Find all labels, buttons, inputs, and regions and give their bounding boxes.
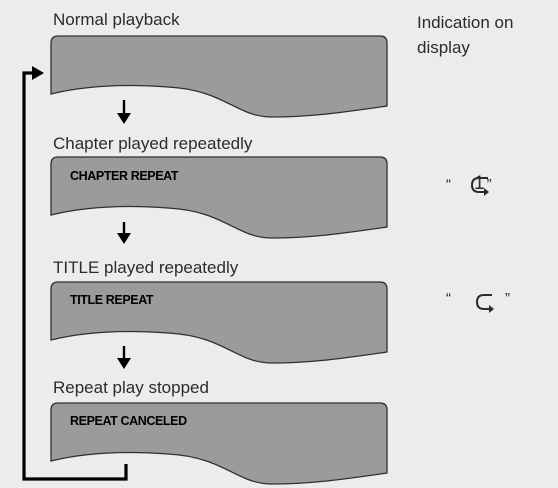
arrow-down-icon [117,100,131,124]
screen-panel-canceled [50,402,388,485]
repeat-icon [470,177,489,196]
indication-header: Indication on display [417,10,513,60]
loop-back-arrow-icon [22,66,128,481]
arrow-down-icon [117,346,131,369]
step-label-chapter: Chapter played repeatedly [53,134,253,153]
screen-panel-title [50,281,388,364]
screen-panel-normal [50,35,388,118]
indication-chapter: “ 1 ” [446,173,492,195]
close-quote: ” [486,175,492,193]
screen-panel-chapter [50,156,388,239]
step-label-normal: Normal playback [53,10,180,29]
indication-chapter-number: 1 [474,173,485,194]
indication-header-line2: display [417,38,470,57]
arrow-down-icon [117,222,131,244]
screen-text-chapter-repeat: CHAPTER REPEAT [70,169,179,183]
indication-header-line1: Indication on [417,13,514,32]
screen-text-repeat-canceled: REPEAT CANCELED [70,414,187,428]
step-label-stopped: Repeat play stopped [53,378,209,397]
repeat-icon [475,294,494,313]
step-label-title: TITLE played repeatedly [53,258,239,277]
screen-text-title-repeat: TITLE REPEAT [70,293,154,307]
open-quote: “ [446,175,451,193]
close-quote: ” [505,290,510,307]
indication-title: “ ” [446,290,510,307]
open-quote: “ [446,290,451,307]
